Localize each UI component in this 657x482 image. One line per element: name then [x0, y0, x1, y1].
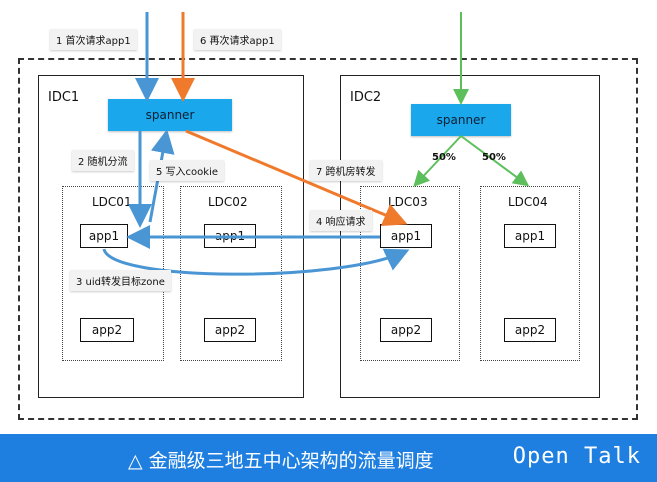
ldc02-app2: app2: [204, 318, 256, 342]
footer-banner: △ 金融级三地五中心架构的流量调度 Open Talk: [0, 434, 657, 482]
idc1-spanner: spanner: [108, 99, 232, 131]
step5-label: 5 写入cookie: [150, 160, 224, 181]
arrow-split-ldc04: [460, 135, 530, 187]
split-right-pct: 50%: [482, 152, 506, 163]
ldc03-app2: app2: [380, 318, 432, 342]
ldc01-label: LDC01: [92, 195, 132, 209]
ldc04-box: [480, 186, 580, 361]
banner-brand-logo: Open Talk: [512, 444, 641, 469]
idc2-spanner: spanner: [411, 104, 511, 136]
outer-boundary: [18, 58, 638, 420]
idc2-label: IDC2: [350, 90, 382, 105]
ldc01-app2: app2: [80, 318, 134, 342]
arrow-split-ldc03: [413, 135, 462, 187]
step6-label: 6 再次请求app1: [194, 29, 281, 50]
ldc04-app1: app1: [504, 224, 556, 248]
step1-label: 1 首次请求app1: [50, 29, 137, 50]
ldc01-app1: app1: [80, 224, 128, 248]
arrow-step3: [102, 248, 410, 276]
ldc03-app1: app1: [380, 224, 432, 248]
step7-label: 7 跨机房转发: [310, 160, 382, 181]
step3-label: 3 uid转发目标zone: [70, 270, 171, 291]
arrow-step7: [185, 129, 408, 227]
ldc02-label: LDC02: [208, 195, 248, 209]
idc1-label: IDC1: [48, 90, 80, 105]
ldc03-box: [360, 186, 460, 361]
step2-label: 2 随机分流: [72, 150, 134, 171]
flow-arrows: [102, 12, 530, 276]
banner-title: △ 金融级三地五中心架构的流量调度: [128, 450, 434, 472]
ldc04-label: LDC04: [508, 195, 548, 209]
split-left-pct: 50%: [432, 152, 456, 163]
ldc04-app2: app2: [504, 318, 556, 342]
step4-label: 4 响应请求: [310, 210, 372, 231]
